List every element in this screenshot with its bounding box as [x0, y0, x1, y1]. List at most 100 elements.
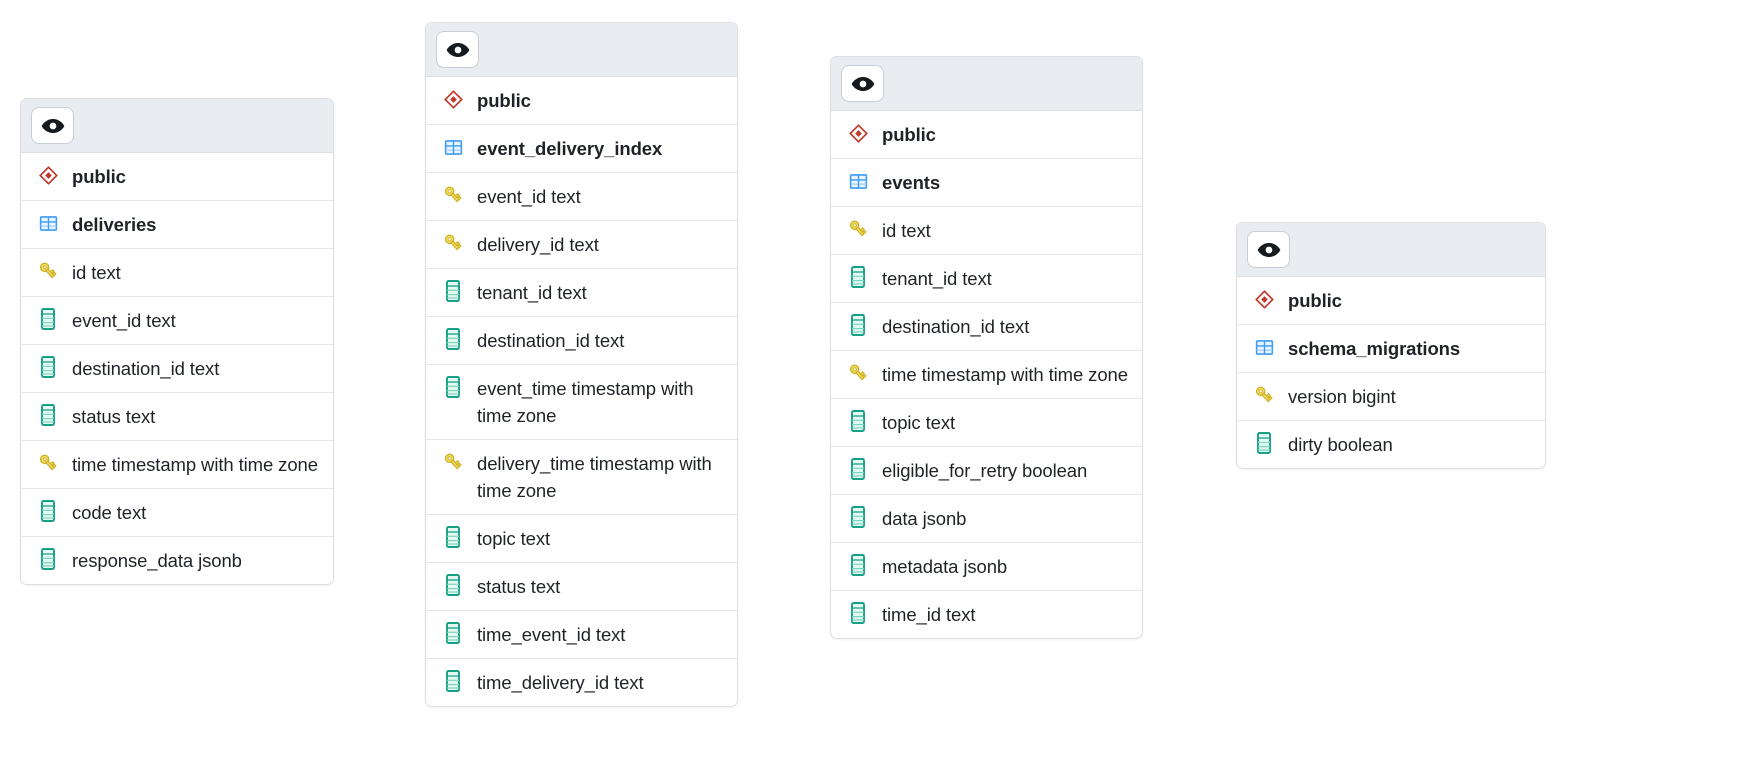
column-row-label: time_id text [882, 604, 976, 625]
card-header-deliveries [21, 99, 333, 153]
eye-icon-button[interactable] [1247, 231, 1290, 268]
eye-icon [40, 113, 66, 139]
schema-row[interactable]: public [1237, 277, 1545, 325]
table-grid-icon [442, 135, 464, 159]
table-name-row[interactable]: deliveries [21, 201, 333, 249]
card-header-events [831, 57, 1142, 111]
table-grid-icon [37, 211, 59, 235]
table-card-event-delivery-index[interactable]: public event_delivery_index event_id text d… [425, 22, 738, 707]
column-row-label: version bigint [1288, 386, 1396, 407]
table-card-deliveries[interactable]: public deliveries id text event_id text dest… [20, 98, 334, 585]
column-row[interactable]: time_event_id text [426, 611, 737, 659]
key-icon [442, 231, 464, 255]
column-icon [847, 457, 869, 481]
column-row[interactable]: tenant_id text [831, 255, 1142, 303]
column-icon [847, 505, 869, 529]
column-row[interactable]: data jsonb [831, 495, 1142, 543]
column-row-label: tenant_id text [882, 268, 992, 289]
schema-row-label: public [477, 90, 531, 111]
column-icon [442, 573, 464, 597]
column-row[interactable]: delivery_time timestamp with time zone [426, 440, 737, 515]
column-row[interactable]: topic text [831, 399, 1142, 447]
column-row[interactable]: event_id text [426, 173, 737, 221]
column-row[interactable]: destination_id text [21, 345, 333, 393]
schema-row[interactable]: public [21, 153, 333, 201]
column-icon [847, 553, 869, 577]
schema-row-label: public [1288, 290, 1342, 311]
column-row[interactable]: status text [21, 393, 333, 441]
key-icon [442, 450, 464, 474]
eye-icon-button[interactable] [841, 65, 884, 102]
column-row-label: data jsonb [882, 508, 967, 529]
table-name-row[interactable]: events [831, 159, 1142, 207]
column-row[interactable]: delivery_id text [426, 221, 737, 269]
column-row-label: id text [882, 220, 931, 241]
column-row-label: time timestamp with time zone [882, 364, 1128, 385]
column-row-label: destination_id text [477, 330, 625, 351]
table-card-events[interactable]: public events id text tenant_id text destina… [830, 56, 1143, 639]
column-icon [37, 307, 59, 331]
schema-row[interactable]: public [831, 111, 1142, 159]
column-row[interactable]: topic text [426, 515, 737, 563]
column-row[interactable]: metadata jsonb [831, 543, 1142, 591]
column-row-label: time timestamp with time zone [72, 454, 318, 475]
column-icon [37, 403, 59, 427]
table-name-row-label: deliveries [72, 214, 157, 235]
column-icon [1253, 431, 1275, 455]
column-row[interactable]: id text [831, 207, 1142, 255]
column-icon [442, 279, 464, 303]
column-row[interactable]: time_id text [831, 591, 1142, 638]
column-row-label: metadata jsonb [882, 556, 1008, 577]
column-icon [442, 621, 464, 645]
column-row-label: id text [72, 262, 121, 283]
column-row[interactable]: dirty boolean [1237, 421, 1545, 468]
column-row[interactable]: event_time timestamp with time zone [426, 365, 737, 440]
table-name-row-label: events [882, 172, 941, 193]
schema-row-label: public [72, 166, 126, 187]
column-row[interactable]: event_id text [21, 297, 333, 345]
key-icon [37, 451, 59, 475]
column-icon [37, 547, 59, 571]
column-row-label: destination_id text [72, 358, 220, 379]
column-row[interactable]: destination_id text [426, 317, 737, 365]
column-row-label: time_event_id text [477, 624, 626, 645]
eye-icon-button[interactable] [436, 31, 479, 68]
schema-row[interactable]: public [426, 77, 737, 125]
column-row[interactable]: status text [426, 563, 737, 611]
table-name-row[interactable]: event_delivery_index [426, 125, 737, 173]
card-header-schema-migrations [1237, 223, 1545, 277]
column-row[interactable]: eligible_for_retry boolean [831, 447, 1142, 495]
column-row[interactable]: tenant_id text [426, 269, 737, 317]
schema-row-label: public [882, 124, 936, 145]
table-name-row[interactable]: schema_migrations [1237, 325, 1545, 373]
column-row-label: delivery_time timestamp with time zone [477, 453, 712, 501]
table-name-row-label: event_delivery_index [477, 138, 663, 159]
column-icon [442, 525, 464, 549]
eye-icon-button[interactable] [31, 107, 74, 144]
column-row[interactable]: time timestamp with time zone [21, 441, 333, 489]
column-row[interactable]: time timestamp with time zone [831, 351, 1142, 399]
column-icon [847, 409, 869, 433]
column-row-label: event_id text [477, 186, 581, 207]
column-icon [442, 669, 464, 693]
column-row[interactable]: id text [21, 249, 333, 297]
column-row-label: status text [72, 406, 156, 427]
column-row-label: tenant_id text [477, 282, 587, 303]
column-icon [847, 601, 869, 625]
column-row-label: event_time timestamp with time zone [477, 378, 694, 426]
column-row[interactable]: code text [21, 489, 333, 537]
schema-diamond-icon [442, 87, 464, 111]
key-icon [1253, 383, 1275, 407]
column-row-label: response_data jsonb [72, 550, 242, 571]
eye-icon [850, 71, 876, 97]
column-icon [847, 313, 869, 337]
table-grid-icon [847, 169, 869, 193]
column-row[interactable]: response_data jsonb [21, 537, 333, 584]
column-row[interactable]: time_delivery_id text [426, 659, 737, 706]
column-row-label: code text [72, 502, 147, 523]
column-row-label: topic text [882, 412, 956, 433]
table-name-row-label: schema_migrations [1288, 338, 1461, 359]
column-row[interactable]: destination_id text [831, 303, 1142, 351]
column-row[interactable]: version bigint [1237, 373, 1545, 421]
